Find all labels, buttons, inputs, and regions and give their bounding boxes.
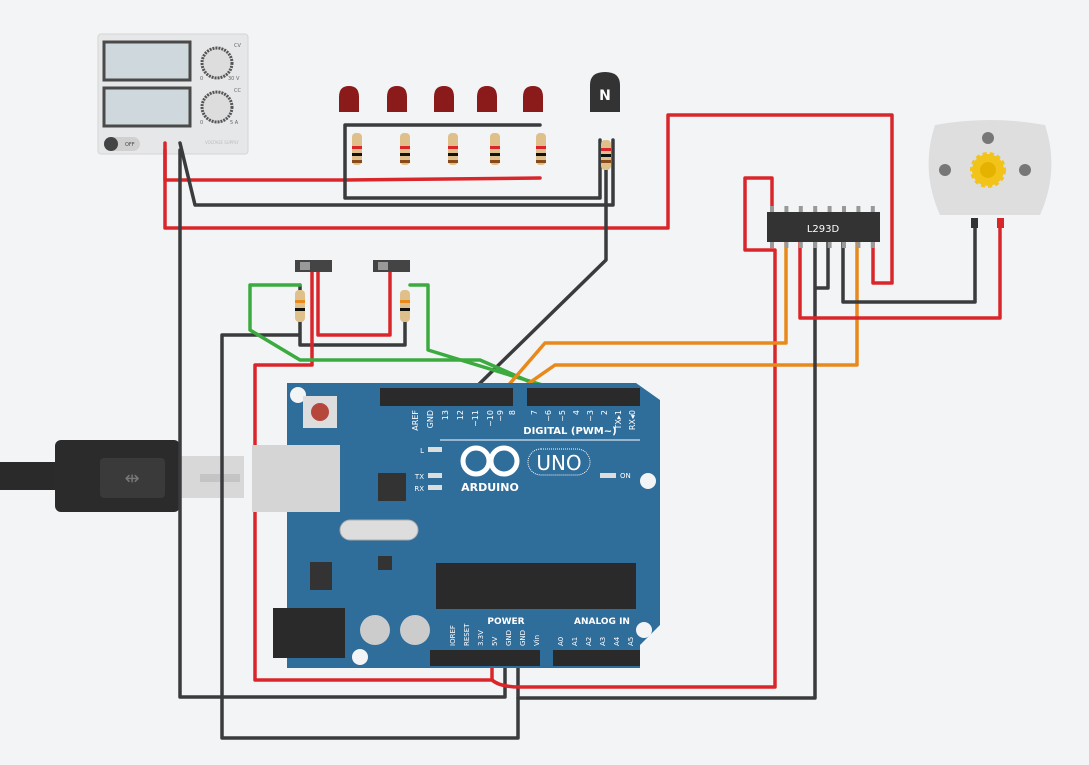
- digital-pin-label: 2: [600, 410, 609, 415]
- l293d-chip[interactable]: L293D: [767, 206, 880, 248]
- chip-pin[interactable]: [827, 206, 832, 212]
- led-tx-label: TX: [414, 473, 424, 481]
- npn-transistor[interactable]: N: [590, 72, 620, 170]
- chip-pin[interactable]: [856, 242, 861, 248]
- usb-icon: ⇹: [124, 468, 139, 489]
- knob1-mode: CV: [234, 43, 241, 49]
- usb-cable[interactable]: ⇹: [0, 440, 244, 512]
- chip-pin[interactable]: [798, 206, 803, 212]
- digital-pin-label: GND: [426, 410, 435, 428]
- switch-label: OFF: [125, 142, 135, 148]
- knob2-mode: CC: [234, 88, 241, 94]
- analog-pin-label: A3: [599, 637, 607, 646]
- led-5[interactable]: [523, 86, 543, 112]
- arduino-logo: ARDUINO: [461, 481, 519, 494]
- power-pin-label: IOREF: [449, 625, 457, 646]
- dc-jack: [273, 608, 345, 658]
- led-1[interactable]: [339, 86, 359, 112]
- power-supply[interactable]: 0 30 V CV 0 5 A CC OFF VOLTAGE SUPPLY: [97, 33, 249, 155]
- digital-header-2[interactable]: [527, 388, 640, 406]
- chip-pin[interactable]: [770, 206, 774, 212]
- digital-pin-label: 8: [508, 410, 517, 415]
- digital-pin-label: RX◂0: [628, 410, 637, 430]
- chip-pin[interactable]: [827, 242, 832, 248]
- chip-pin[interactable]: [842, 206, 846, 212]
- power-pin-label: Vin: [533, 635, 541, 646]
- analog-label: ANALOG IN: [574, 617, 630, 627]
- analog-pin-label: A0: [557, 637, 565, 646]
- led-on-label: ON: [620, 472, 631, 480]
- led-array[interactable]: [339, 86, 546, 165]
- digital-pin-label: AREF: [411, 410, 420, 431]
- resistor[interactable]: [352, 133, 362, 165]
- power-pin-label: 3.3V: [477, 630, 485, 646]
- supply-brand: VOLTAGE SUPPLY: [205, 140, 239, 145]
- resistor[interactable]: [448, 133, 458, 165]
- led-2[interactable]: [387, 86, 407, 112]
- analog-header[interactable]: [553, 650, 640, 666]
- analog-pin-label: A4: [613, 636, 621, 646]
- digital-pin-label: ~10: [486, 410, 495, 427]
- power-pin-label: GND: [505, 630, 513, 646]
- chip-pin[interactable]: [842, 242, 846, 248]
- chip-pin[interactable]: [813, 242, 818, 248]
- chip-pin[interactable]: [813, 206, 818, 212]
- digital-label: DIGITAL (PWM~): [523, 426, 616, 437]
- resistor[interactable]: [400, 133, 410, 165]
- digital-pin-label: 12: [456, 410, 465, 420]
- slide-switch-1[interactable]: [295, 260, 332, 322]
- resistor[interactable]: [490, 133, 500, 165]
- usb-port: [252, 445, 340, 512]
- knob1-max: 30 V: [228, 76, 240, 82]
- digital-pin-label: ~11: [471, 410, 480, 427]
- chip-pin[interactable]: [856, 206, 861, 212]
- digital-pin-label: 7: [530, 410, 539, 415]
- digital-pin-label: ~5: [558, 410, 567, 422]
- chip-pin[interactable]: [784, 206, 789, 212]
- digital-pin-label: ~6: [544, 410, 553, 422]
- voltage-knob[interactable]: [200, 46, 234, 80]
- power-header[interactable]: [430, 650, 540, 666]
- digital-pin-label: ~9: [496, 410, 505, 422]
- chip-pin[interactable]: [770, 242, 774, 248]
- digital-pin-label: TX▸1: [614, 410, 623, 430]
- knob1-min: 0: [200, 76, 203, 82]
- dc-motor[interactable]: [928, 120, 1052, 228]
- chip-pin[interactable]: [870, 242, 875, 248]
- digital-pin-label: 13: [441, 410, 450, 420]
- digital-header-1[interactable]: [380, 388, 513, 406]
- power-pin-label: RESET: [463, 623, 471, 646]
- slide-switch-2[interactable]: [373, 260, 410, 322]
- uno-logo: UNO: [536, 451, 581, 475]
- led-rx-label: RX: [414, 485, 424, 493]
- analog-pin-label: A5: [627, 637, 635, 646]
- chip-label: L293D: [807, 224, 840, 235]
- knob2-min: 0: [200, 120, 203, 126]
- knob2-max: 5 A: [230, 120, 239, 126]
- chip-pin[interactable]: [784, 242, 789, 248]
- digital-pin-label: ~3: [586, 410, 595, 422]
- atmega-chip: [436, 563, 636, 609]
- current-knob[interactable]: [200, 90, 234, 124]
- power-pin-label: GND: [519, 630, 527, 646]
- transistor-label: N: [599, 88, 611, 104]
- wires[interactable]: [163, 113, 1002, 740]
- analog-pin-label: A1: [571, 637, 579, 646]
- led-l-label: L: [420, 447, 424, 455]
- resistor[interactable]: [536, 133, 546, 165]
- power-pin-label: 5V: [491, 637, 499, 646]
- led-4[interactable]: [477, 86, 497, 112]
- led-3[interactable]: [434, 86, 454, 112]
- digital-pin-label: 4: [572, 410, 581, 415]
- chip-pin[interactable]: [870, 206, 875, 212]
- infinity-logo: [460, 445, 520, 477]
- analog-pin-label: A2: [585, 637, 593, 646]
- chip-pin[interactable]: [798, 242, 803, 248]
- power-label: POWER: [487, 617, 524, 627]
